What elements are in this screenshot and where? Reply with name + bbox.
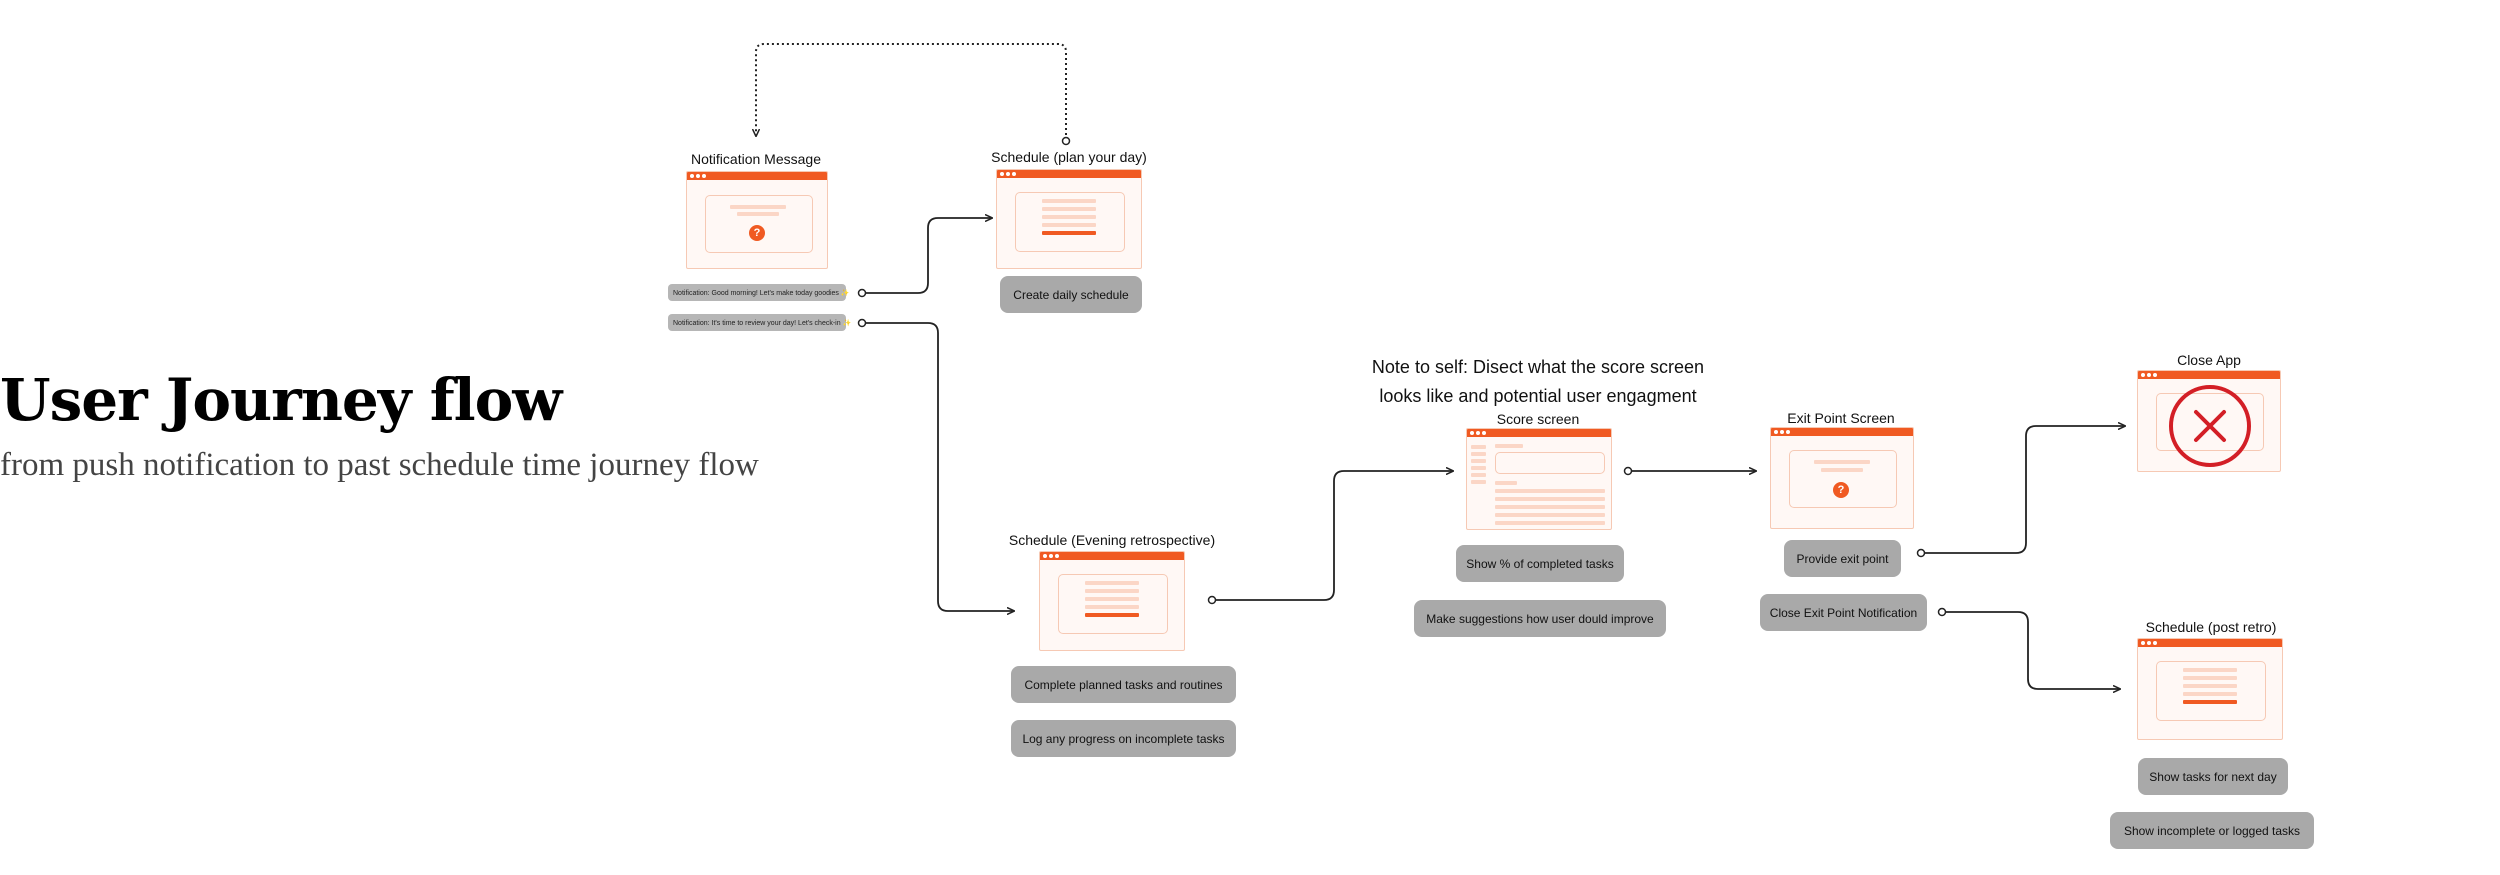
schedule-plan-title: Schedule (plan your day) xyxy=(991,149,1147,165)
notification-chip-morning[interactable]: Notification: Good morning! Let's make t… xyxy=(668,284,850,301)
note-to-self: Note to self: Disect what the score scre… xyxy=(1372,353,1704,411)
schedule-post-frame xyxy=(2137,638,2283,740)
page-subtitle: from push notification to past schedule … xyxy=(0,447,759,483)
schedule-evening-title: Schedule (Evening retrospective) xyxy=(1008,532,1216,548)
complete-planned-tasks-button[interactable]: Complete planned tasks and routines xyxy=(1011,666,1236,703)
question-icon: ? xyxy=(749,225,765,241)
score-screen-title: Score screen xyxy=(1496,411,1580,427)
close-icon[interactable] xyxy=(2169,385,2251,467)
schedule-evening-frame xyxy=(1039,551,1185,651)
connector-exit-close xyxy=(1923,426,2125,554)
loop-connector xyxy=(756,43,1067,140)
notification-frame: ? xyxy=(686,171,828,269)
make-suggestions-button[interactable]: Make suggestions how user dould improve xyxy=(1414,600,1666,637)
schedule-post-title: Schedule (post retro) xyxy=(2145,619,2277,635)
schedule-plan-frame xyxy=(996,169,1142,269)
note-line-2: looks like and potential user engagment xyxy=(1379,386,1697,406)
notification-chip-evening[interactable]: Notification: It's time to review your d… xyxy=(668,314,851,331)
question-icon: ? xyxy=(1833,482,1849,498)
connector-chip2-evening xyxy=(864,322,1014,611)
score-screen-frame xyxy=(1466,428,1612,530)
exit-point-frame: ? xyxy=(1770,427,1914,529)
page-title: User Journey flow xyxy=(0,366,562,434)
connector-chip1-plan xyxy=(864,218,992,294)
exit-point-title: Exit Point Screen xyxy=(1787,410,1895,426)
create-daily-schedule-button[interactable]: Create daily schedule xyxy=(1000,276,1142,313)
log-progress-button[interactable]: Log any progress on incomplete tasks xyxy=(1011,720,1236,757)
close-exit-notification-button[interactable]: Close Exit Point Notification xyxy=(1760,594,1927,631)
show-tasks-next-day-button[interactable]: Show tasks for next day xyxy=(2138,758,2288,795)
notification-title: Notification Message xyxy=(691,151,821,167)
connector-exit-post xyxy=(1944,611,2120,689)
note-line-1: Note to self: Disect what the score scre… xyxy=(1371,357,1705,377)
show-completed-percent-button[interactable]: Show % of completed tasks xyxy=(1456,545,1624,582)
close-app-frame xyxy=(2137,370,2281,472)
close-app-title: Close App xyxy=(2177,352,2241,368)
provide-exit-point-button[interactable]: Provide exit point xyxy=(1784,540,1901,577)
show-incomplete-tasks-button[interactable]: Show incomplete or logged tasks xyxy=(2110,812,2314,849)
connector-evening-score xyxy=(1214,471,1453,601)
